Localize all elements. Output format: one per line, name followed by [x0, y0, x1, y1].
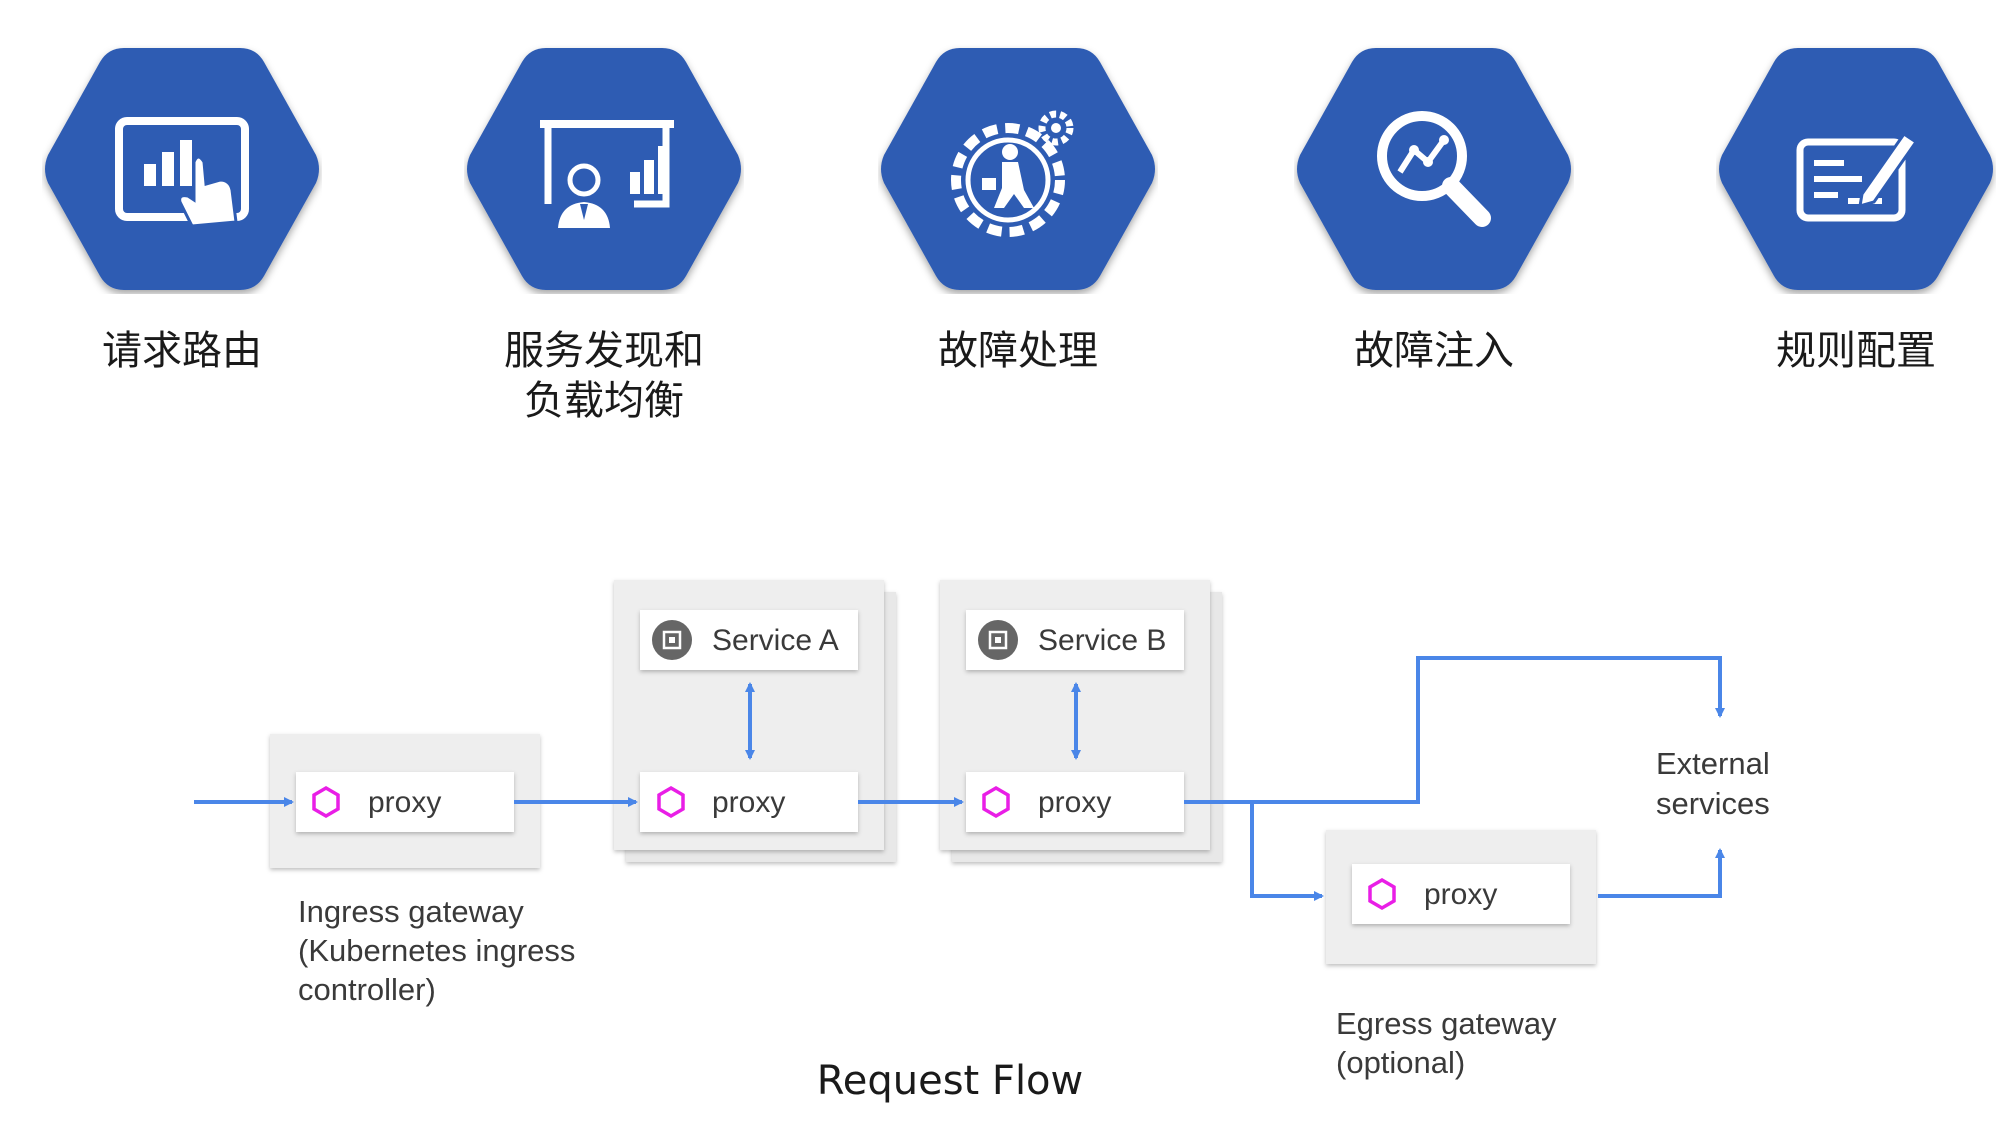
feature-label: 故障处理	[938, 328, 1098, 374]
service-label: Service A	[712, 624, 839, 657]
service-label: Service B	[1038, 624, 1166, 657]
magnifier-chart-icon	[1377, 111, 1491, 227]
egress-gateway-label: Egress gateway (optional)	[1336, 1006, 1557, 1080]
flow-arrow-b-to-egress	[1250, 802, 1324, 901]
diagram-caption: Request Flow	[816, 1058, 1084, 1104]
external-services-label: External	[1656, 746, 1770, 781]
external-services-label: services	[1656, 786, 1770, 821]
proxy-hexagon-icon	[1368, 877, 1396, 911]
hexagon-badge	[467, 48, 741, 290]
feature-label: 故障注入	[1354, 328, 1514, 374]
document-pen-icon	[1796, 131, 1919, 222]
feature-label: 规则配置	[1776, 328, 1936, 374]
egress-gateway: proxy	[1326, 830, 1596, 964]
gear-worker-icon	[951, 110, 1074, 237]
hexagon-badge	[1719, 48, 1993, 290]
presentation-board-icon	[540, 120, 674, 228]
ingress-gateway: proxy	[270, 734, 540, 868]
ingress-gateway-label: Ingress gateway (Kubernetes ingress cont…	[298, 894, 576, 1007]
flow-arrow-b-to-external	[1184, 656, 1725, 804]
proxy-label: proxy	[1424, 878, 1497, 911]
proxy-label: proxy	[368, 786, 441, 819]
proxy-box	[640, 772, 858, 832]
service-b-pod: Service B proxy	[940, 580, 1222, 862]
feature-label: 请求路由	[102, 328, 262, 374]
flow-arrow-egress-to-external	[1598, 848, 1725, 898]
proxy-hexagon-icon	[312, 785, 340, 819]
feature-label: 服务发现和 负载均衡	[504, 328, 704, 424]
proxy-box	[296, 772, 514, 832]
service-a-pod: Service A proxy	[614, 580, 896, 862]
proxy-hexagon-icon	[982, 785, 1010, 819]
proxy-hexagon-icon	[657, 785, 685, 819]
proxy-label: proxy	[712, 786, 785, 819]
proxy-label: proxy	[1038, 786, 1111, 819]
tablet-chart-icon	[115, 117, 249, 228]
proxy-box	[1352, 864, 1570, 924]
proxy-box	[966, 772, 1184, 832]
hexagon-badge	[1297, 48, 1571, 290]
flow-arrows	[194, 656, 1725, 901]
